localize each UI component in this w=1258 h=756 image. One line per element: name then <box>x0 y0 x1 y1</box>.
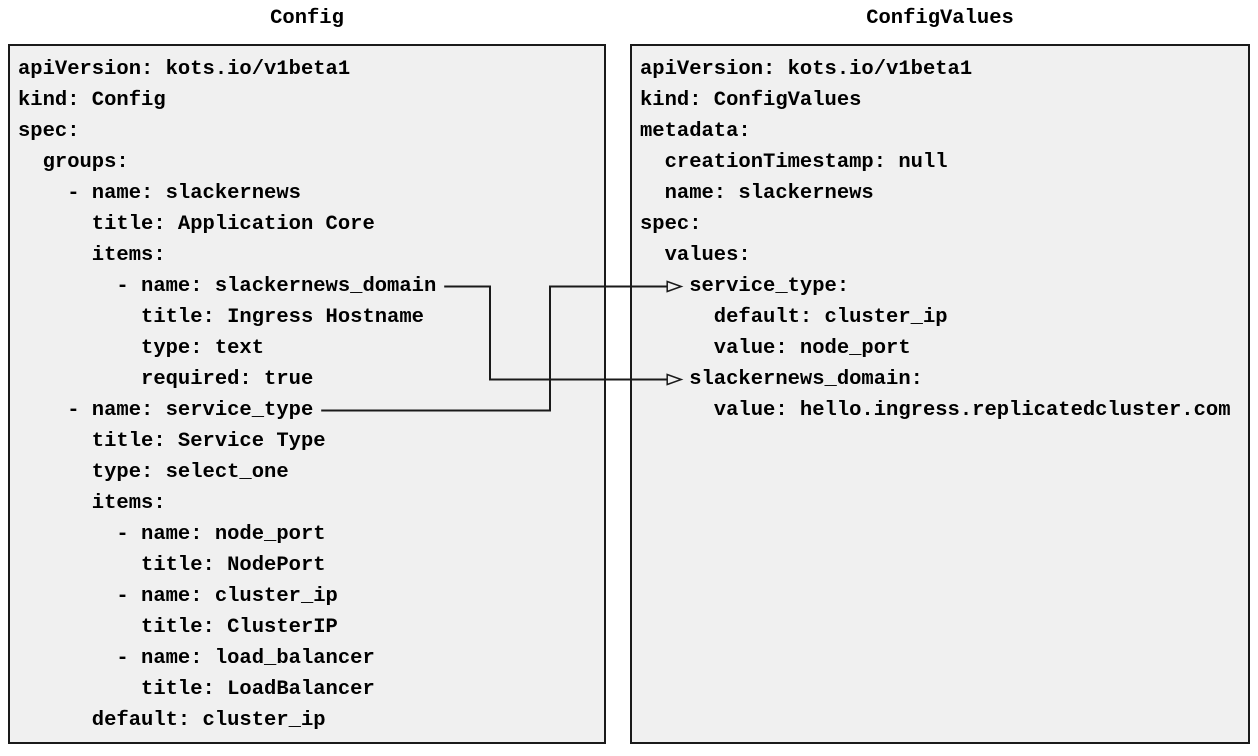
yaml-line: apiVersion: kots.io/v1beta1 <box>18 58 351 81</box>
yaml-line: kind: ConfigValues <box>640 89 862 112</box>
yaml-line: type: text <box>18 337 265 360</box>
config-yaml-box: apiVersion: kots.io/v1beta1 kind: Config s… <box>8 44 606 744</box>
yaml-line: title: LoadBalancer <box>18 678 375 701</box>
yaml-line: service_type: <box>640 275 850 298</box>
yaml-line: - name: slackernews_domain <box>18 275 437 298</box>
yaml-line: spec: <box>640 213 702 236</box>
yaml-line: values: <box>640 244 751 267</box>
yaml-line: title: Application Core <box>18 213 375 236</box>
yaml-line: apiVersion: kots.io/v1beta1 <box>640 58 973 81</box>
yaml-line: metadata: <box>640 120 751 143</box>
yaml-line: default: cluster_ip <box>18 709 326 732</box>
yaml-line: title: Ingress Hostname <box>18 306 424 329</box>
yaml-line: title: Service Type <box>18 430 326 453</box>
yaml-line: title: ClusterIP <box>18 616 338 639</box>
yaml-line: - name: cluster_ip <box>18 585 338 608</box>
yaml-line: default: cluster_ip <box>640 306 948 329</box>
yaml-line: - name: load_balancer <box>18 647 375 670</box>
yaml-line: - name: service_type <box>18 399 314 422</box>
yaml-line: items: <box>18 492 166 515</box>
yaml-line: kind: Config <box>18 89 166 112</box>
yaml-line: name: slackernews <box>640 182 874 205</box>
yaml-line: groups: <box>18 151 129 174</box>
yaml-line: - name: node_port <box>18 523 326 546</box>
yaml-line: - name: slackernews <box>18 182 301 205</box>
yaml-line: required: true <box>18 368 314 391</box>
yaml-line: creationTimestamp: null <box>640 151 948 174</box>
yaml-line: value: node_port <box>640 337 911 360</box>
yaml-line: slackernews_domain: <box>640 368 923 391</box>
configvalues-panel-title: ConfigValues <box>866 7 1014 30</box>
yaml-line: title: NodePort <box>18 554 326 577</box>
configvalues-yaml-box: apiVersion: kots.io/v1beta1 kind: ConfigV… <box>630 44 1250 744</box>
yaml-line: spec: <box>18 120 80 143</box>
yaml-line: items: <box>18 244 166 267</box>
config-panel-title: Config <box>270 7 344 30</box>
yaml-line: value: hello.ingress.replicatedcluster.c… <box>640 399 1231 422</box>
yaml-line: type: select_one <box>18 461 289 484</box>
